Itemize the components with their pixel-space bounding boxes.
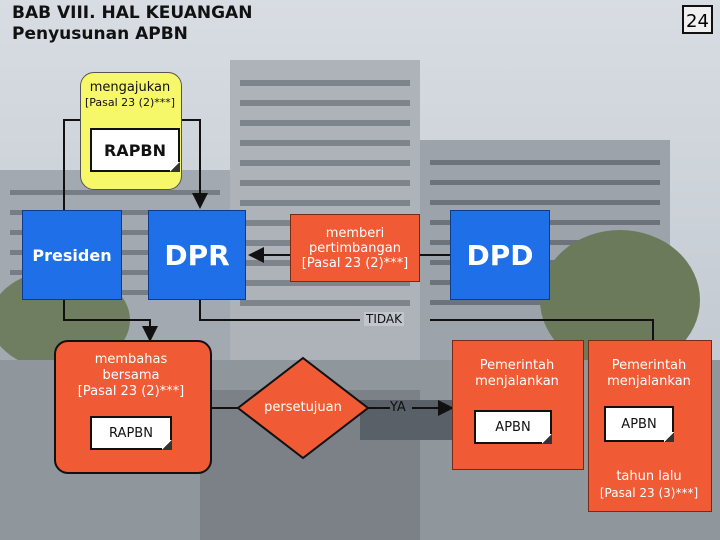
slide-title: BAB VIII. HAL KEUANGAN	[12, 3, 253, 23]
page-number: 24	[682, 5, 713, 34]
apbn-document-2: APBN	[604, 406, 674, 442]
apbn-doc-2-label: APBN	[621, 416, 657, 432]
slide-subtitle: Penyusunan APBN	[12, 24, 188, 44]
tahun-lalu-ref: [Pasal 23 (3)***]	[599, 486, 699, 500]
persetujuan-label: persetujuan	[264, 400, 342, 415]
mengajukan-label: mengajukan	[89, 80, 171, 95]
presiden-label: Presiden	[32, 245, 112, 265]
rapbn-document: RAPBN	[90, 128, 180, 172]
membahas-ref: [Pasal 23 (2)***]	[77, 384, 185, 399]
memberi-pertimbangan-box: memberi pertimbangan [Pasal 23 (2)***]	[290, 214, 420, 282]
pemerintah-2-line2: menjalankan	[607, 374, 691, 389]
pemerintah-1-text: Pemerintah menjalankan	[452, 358, 582, 390]
membahas-line1: membahas	[94, 352, 168, 367]
pemerintah-2-text: Pemerintah menjalankan	[588, 358, 710, 390]
persetujuan-decision-diamond	[236, 356, 370, 460]
rapbn-doc-label: RAPBN	[103, 140, 166, 160]
dpd-box: DPD	[450, 210, 550, 300]
pemerintah-box-1	[452, 340, 584, 470]
tidak-label: TIDAK	[364, 312, 404, 326]
presiden-box: Presiden	[22, 210, 122, 300]
pemerintah-1-line1: Pemerintah	[479, 358, 555, 373]
membahas-doc-label: RAPBN	[109, 425, 153, 441]
dpr-label: DPR	[164, 238, 230, 272]
membahas-text: membahas bersama [Pasal 23 (2)***]	[54, 352, 208, 400]
apbn-document-1: APBN	[474, 410, 552, 444]
membahas-line2: bersama	[102, 368, 160, 383]
pemerintah-2-line1: Pemerintah	[611, 358, 687, 373]
dpd-label: DPD	[466, 238, 534, 272]
memberi-line1: memberi	[325, 225, 385, 241]
dpr-box: DPR	[148, 210, 246, 300]
tahun-lalu-text: tahun lalu [Pasal 23 (3)***]	[588, 468, 710, 502]
memberi-line2: pertimbangan	[309, 240, 401, 256]
membahas-bersama-box	[54, 340, 212, 474]
mengajukan-ref: [Pasal 23 (2)***]	[84, 96, 176, 109]
apbn-doc-1-label: APBN	[495, 419, 531, 435]
membahas-rapbn-document: RAPBN	[90, 416, 172, 450]
pemerintah-1-line2: menjalankan	[475, 374, 559, 389]
memberi-ref: [Pasal 23 (2)***]	[301, 255, 409, 271]
tahun-lalu-line1: tahun lalu	[616, 469, 682, 484]
ya-label: YA	[390, 400, 406, 415]
